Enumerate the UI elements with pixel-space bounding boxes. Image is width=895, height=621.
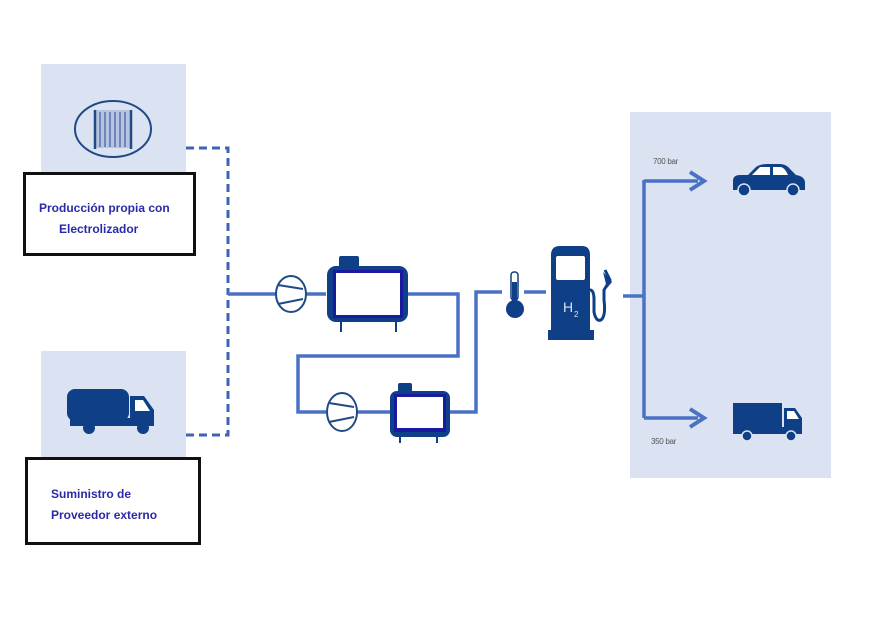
dashed-connector-electrolyzer — [186, 146, 230, 295]
thermometer-icon — [506, 271, 524, 318]
pipe-tank1-loop — [296, 292, 460, 414]
electrolyzer-icon — [74, 100, 152, 158]
dispenser-h2-subscript: 2 — [574, 310, 579, 319]
dispenser-h2-label: H — [563, 299, 573, 315]
storage-tank-icon-1 — [327, 256, 408, 332]
truck-icon — [733, 403, 802, 442]
pressure-label-700: 700 bar — [653, 157, 679, 166]
pipe-tank2-out — [450, 290, 502, 414]
arrow-350-icon — [688, 407, 708, 429]
supplier-label-line2: Proveedor externo — [51, 508, 158, 522]
compressor-icon-1 — [275, 275, 307, 313]
storage-tank-icon-2 — [390, 383, 450, 443]
arrow-700-icon — [688, 170, 708, 192]
hydrogen-dispenser-icon: H 2 — [548, 246, 612, 340]
supplier-label-line1: Suministro de — [51, 487, 132, 501]
supplier-label-box — [25, 457, 201, 545]
electrolyzer-label-box — [23, 172, 196, 256]
electrolyzer-label-line2: Electrolizador — [59, 222, 139, 236]
electrolyzer-label-line1: Producción propia con — [39, 201, 170, 215]
tanker-truck-icon — [67, 389, 154, 434]
car-icon — [733, 164, 805, 197]
compressor-icon-2 — [326, 392, 358, 432]
dashed-connector-supplier — [186, 295, 230, 437]
pressure-label-350: 350 bar — [651, 437, 677, 446]
pipe-network — [228, 179, 698, 420]
